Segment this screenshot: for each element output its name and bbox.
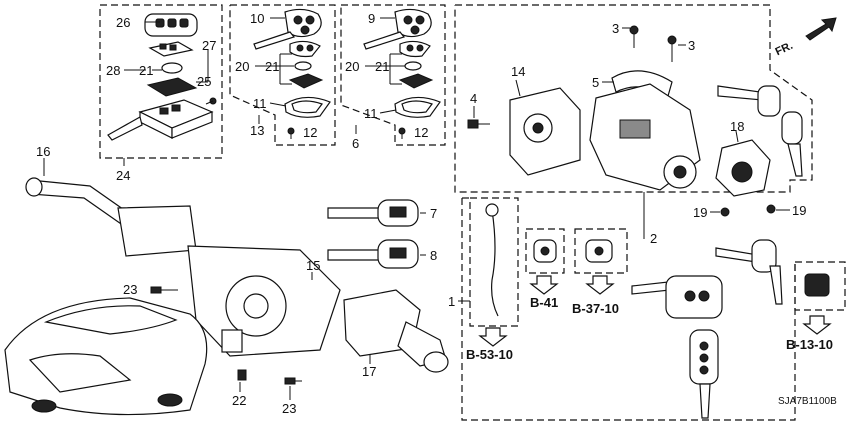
key-kit-keys [631, 239, 783, 419]
callout-23-a: 23 [123, 282, 137, 297]
cover-18 [715, 139, 771, 197]
callout-1: 1 [448, 294, 455, 309]
callout-22: 22 [232, 393, 246, 408]
bolt-22 [237, 369, 247, 381]
callout-11-a: 11 [253, 96, 267, 111]
key-blank-7 [327, 199, 419, 227]
key-pad-21c [289, 40, 321, 58]
b41-part [533, 239, 557, 263]
callout-25: 25 [197, 74, 211, 89]
callout-19-a: 19 [693, 205, 707, 220]
bolt-3a [629, 25, 639, 48]
screw-19a [720, 207, 730, 217]
screw-4 [467, 119, 490, 129]
callout-4: 4 [470, 91, 477, 106]
callout-17: 17 [362, 364, 376, 379]
callout-23-b: 23 [282, 401, 296, 416]
arrow-b5310 [478, 327, 508, 347]
callout-12-a: 12 [303, 125, 317, 140]
screw-25 [205, 97, 217, 105]
key-pad-6 [399, 40, 431, 58]
key-battery-20a [294, 61, 312, 71]
keyfob-circuit-21b [146, 77, 198, 97]
callout-5: 5 [592, 75, 599, 90]
callout-3-b: 3 [688, 38, 695, 53]
callout-7: 7 [430, 206, 437, 221]
keyfob-pad-21a [148, 41, 194, 57]
keyfob-assembly-27 [107, 99, 214, 141]
screw-19b [766, 204, 776, 214]
key-battery-6 [404, 61, 422, 71]
reference-labels: B-53-10 B-41 B-37-10 B-13-10 [466, 295, 833, 362]
subgroup-boxes [469, 197, 846, 327]
arrow-b3710 [585, 275, 615, 295]
callout-20-b: 20 [345, 59, 359, 74]
key-9 [363, 8, 432, 50]
callout-21-a: 21 [139, 63, 153, 78]
ref-b3710: B-37-10 [572, 301, 619, 316]
callout-20-a: 20 [235, 59, 249, 74]
group-13-box [229, 4, 336, 146]
callout-21-b: 21 [265, 59, 279, 74]
b3710-part [585, 239, 613, 263]
key-10 [253, 8, 322, 50]
callout-16: 16 [36, 144, 50, 159]
keyfob-cover-26 [144, 13, 198, 37]
callout-3-a: 3 [612, 21, 619, 36]
callout-24: 24 [116, 168, 130, 183]
group-6-box [340, 4, 446, 146]
callout-26: 26 [116, 15, 130, 30]
switch-lever-16 [25, 177, 197, 257]
key-case-11a [284, 96, 331, 118]
callout-27: 27 [202, 38, 216, 53]
fr-direction-arrow-icon [805, 17, 837, 41]
callout-6: 6 [352, 136, 359, 151]
ref-b41: B-41 [530, 295, 558, 310]
ref-b1310: B-13-10 [786, 337, 833, 352]
arrow-b1310 [802, 315, 832, 335]
callout-11-b: 11 [364, 106, 378, 121]
screw-12b [398, 127, 406, 139]
arrow-b41 [529, 275, 559, 295]
callout-labels: 26 27 28 21 25 24 10 20 21 11 12 13 9 20… [36, 11, 806, 416]
group-1-box [461, 197, 796, 421]
cylinder-14 [509, 87, 581, 176]
callout-18: 18 [730, 119, 744, 134]
callout-28: 28 [106, 63, 120, 78]
group-2-box [454, 4, 813, 193]
callout-8: 8 [430, 248, 437, 263]
antenna-wire [485, 203, 499, 317]
battery-28 [161, 62, 183, 74]
key-blank-8 [327, 239, 419, 269]
key-set-2 [717, 85, 803, 177]
callout-12-b: 12 [414, 125, 428, 140]
ref-b5310: B-53-10 [466, 347, 513, 362]
bolt-3b [667, 35, 677, 62]
bolt-23b [284, 377, 302, 385]
key-circuit-6 [398, 73, 434, 89]
car-illustration [4, 297, 208, 416]
key-case-11b [394, 96, 441, 118]
callout-19-b: 19 [792, 203, 806, 218]
b1310-part [804, 273, 830, 297]
callout-2: 2 [650, 231, 657, 246]
steering-lock [589, 83, 701, 191]
leader-lines [43, 17, 790, 400]
callout-10: 10 [250, 11, 264, 26]
direction-mark: FR. [774, 40, 795, 58]
callout-21-c: 21 [375, 59, 389, 74]
callout-13: 13 [250, 123, 264, 138]
callout-15: 15 [306, 258, 320, 273]
bolt-23a [150, 286, 178, 294]
key-circuit-20b [288, 73, 324, 89]
wiper-switch-17 [343, 289, 449, 373]
drawing-code: SJA7B1100B [778, 396, 837, 407]
screw-12a [287, 127, 295, 139]
group-24-box [99, 4, 223, 159]
callout-9: 9 [368, 11, 375, 26]
callout-14: 14 [511, 64, 525, 79]
cable-reel-15 [187, 245, 341, 357]
